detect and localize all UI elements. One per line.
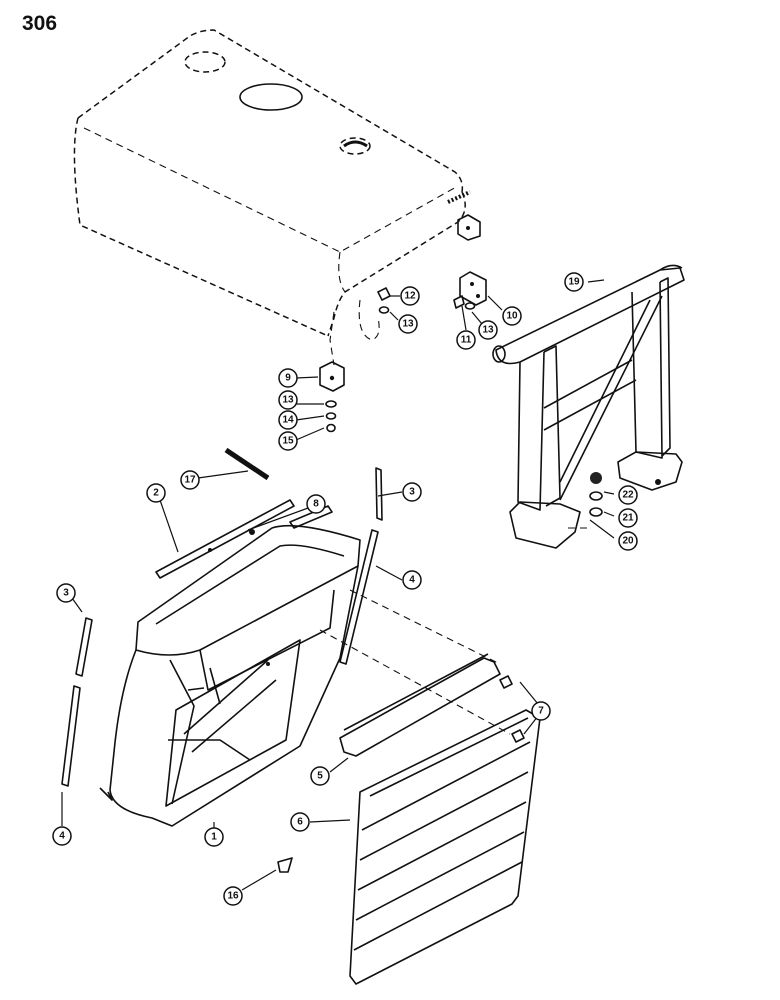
bracket-9-assembly <box>319 361 345 433</box>
screen-5 <box>339 653 501 757</box>
grille-panel-6 <box>349 709 541 985</box>
top-seal-strips <box>155 499 333 579</box>
hood-outline <box>73 29 481 366</box>
callout-label: 19 <box>568 277 580 288</box>
callout-label: 5 <box>317 771 323 782</box>
callout-13: 13 <box>478 320 498 340</box>
callout-label: 17 <box>184 475 196 486</box>
callout-label: 13 <box>282 395 294 406</box>
callout-5: 5 <box>310 766 330 786</box>
callout-6: 6 <box>290 812 310 832</box>
leader-lines <box>61 279 615 891</box>
callout-3: 3 <box>402 482 422 502</box>
callout-label: 2 <box>153 488 159 499</box>
callout-15: 15 <box>278 431 298 451</box>
callout-21: 21 <box>618 508 638 528</box>
callout-label: 4 <box>409 575 415 586</box>
callout-11: 11 <box>456 330 476 350</box>
callout-17: 17 <box>180 470 200 490</box>
callout-label: 1 <box>211 832 217 843</box>
callout-20: 20 <box>618 531 638 551</box>
callout-label: 11 <box>461 335 472 346</box>
callout-14: 14 <box>278 410 298 430</box>
callout-4: 4 <box>402 570 422 590</box>
callout-label: 3 <box>409 487 415 498</box>
callout-label: 16 <box>227 891 239 902</box>
callout-label: 12 <box>404 291 416 302</box>
callout-1: 1 <box>204 827 224 847</box>
callout-label: 13 <box>482 325 494 336</box>
page-number: 306 <box>22 12 57 35</box>
radiator-support-frame <box>492 264 685 549</box>
callout-2: 2 <box>146 483 166 503</box>
callout-12: 12 <box>400 286 420 306</box>
callout-3: 3 <box>56 583 76 603</box>
callout-13: 13 <box>278 390 298 410</box>
strip-17 <box>224 447 270 481</box>
callout-label: 22 <box>622 490 634 501</box>
callout-label: 7 <box>538 706 544 717</box>
screws-7 <box>499 675 525 743</box>
callout-label: 6 <box>297 817 303 828</box>
callout-label: 15 <box>282 436 294 447</box>
callout-label: 8 <box>313 499 319 510</box>
callout-16: 16 <box>223 886 243 906</box>
callout-label: 9 <box>285 373 291 384</box>
callout-7: 7 <box>531 701 551 721</box>
grille-frame <box>99 524 361 827</box>
callout-label: 4 <box>59 831 65 842</box>
callout-10: 10 <box>502 306 522 326</box>
callout-label: 21 <box>622 513 634 524</box>
callout-label: 3 <box>63 588 69 599</box>
side-seal-strips <box>61 467 383 787</box>
callout-label: 14 <box>282 415 294 426</box>
callout-4: 4 <box>52 826 72 846</box>
callout-8: 8 <box>306 494 326 514</box>
callout-22: 22 <box>618 485 638 505</box>
callout-19: 19 <box>564 272 584 292</box>
callout-label: 13 <box>402 319 414 330</box>
callout-label: 20 <box>622 536 634 547</box>
callout-label: 10 <box>506 311 518 322</box>
bracket-10-assembly <box>377 271 487 314</box>
callout-9: 9 <box>278 368 298 388</box>
clip-16 <box>277 857 293 873</box>
callout-13: 13 <box>398 314 418 334</box>
